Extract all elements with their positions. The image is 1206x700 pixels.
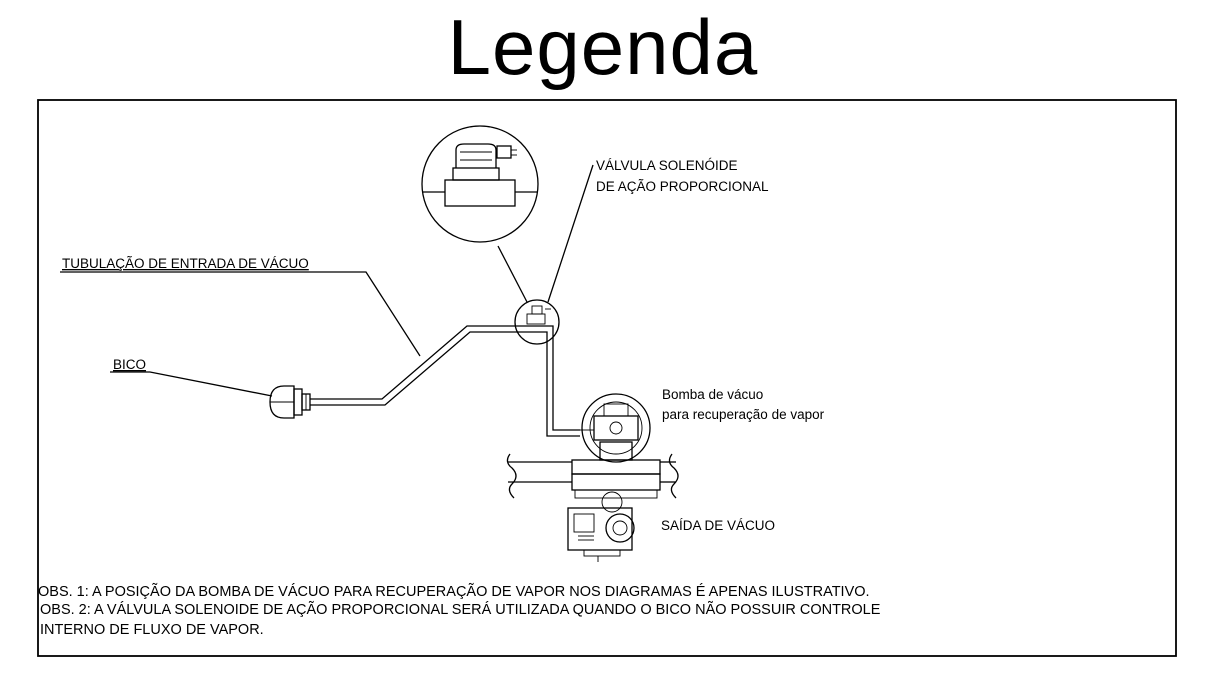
vacuum-pump-drawing bbox=[506, 393, 679, 562]
solenoid-valve-drawing bbox=[421, 125, 594, 345]
legend-title: Legenda bbox=[447, 3, 759, 91]
note-obs2-line2: INTERNO DE FLUXO DE VAPOR. bbox=[40, 622, 264, 638]
vacuum-inlet-tubing bbox=[310, 325, 580, 437]
valve-label-line1: VÁLVULA SOLENÓIDE bbox=[596, 158, 738, 173]
outlet-label: SAÍDA DE VÁCUO bbox=[661, 518, 775, 533]
nozzle-leader bbox=[110, 371, 273, 397]
note-obs1: OBS. 1: A POSIÇÃO DA BOMBA DE VÁCUO PARA… bbox=[38, 583, 870, 600]
pump-label-line2: para recuperação de vapor bbox=[662, 407, 825, 422]
valve-label-line2: DE AÇÃO PROPORCIONAL bbox=[596, 179, 769, 194]
nozzle-label: BICO bbox=[113, 357, 146, 372]
nozzle-drawing bbox=[269, 385, 311, 419]
tubing-label: TUBULAÇÃO DE ENTRADA DE VÁCUO bbox=[62, 256, 309, 271]
legend-frame bbox=[37, 99, 1177, 657]
note-obs2-line1: OBS. 2: A VÁLVULA SOLENOIDE DE AÇÃO PROP… bbox=[40, 601, 881, 618]
tubing-leader bbox=[60, 271, 421, 357]
pump-label-line1: Bomba de vácuo bbox=[662, 387, 763, 402]
